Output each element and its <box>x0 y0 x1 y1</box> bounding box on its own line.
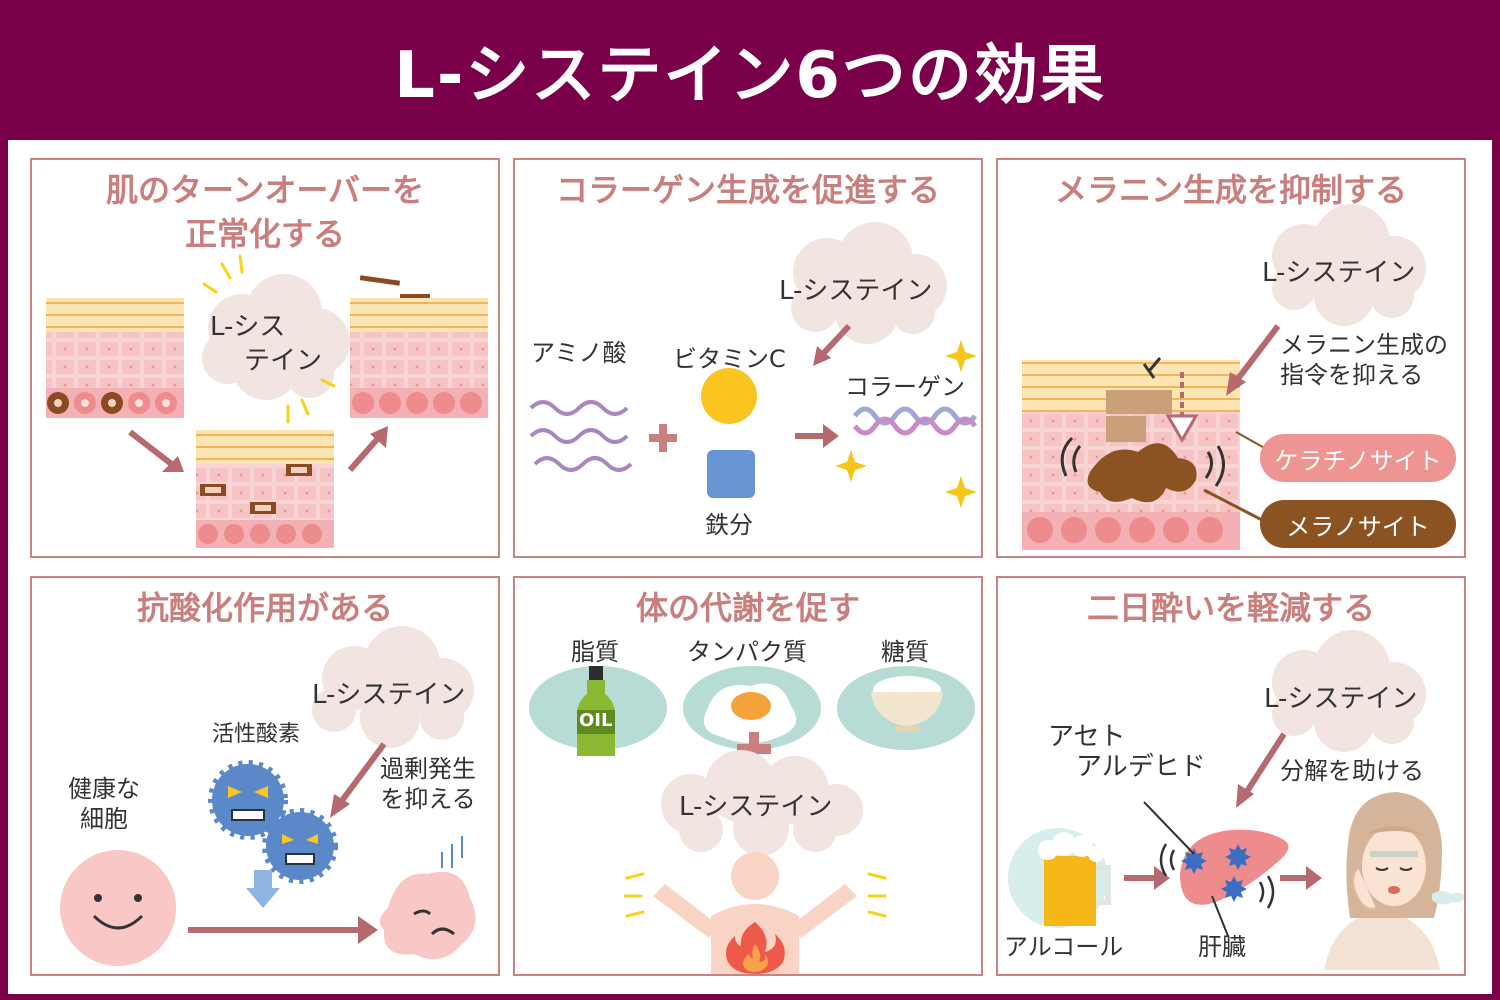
panel-title: メラニン生成を抑制する <box>1054 171 1407 209</box>
down-arrow-icon <box>246 870 280 908</box>
ros-label: 活性酸素 <box>212 722 301 747</box>
panel-turnover: 肌のターンオーバーを 正常化する <box>30 158 500 558</box>
oil-bottle-icon <box>577 666 615 756</box>
note-line-2: 指令を抑える <box>1280 361 1424 389</box>
fat-label: 脂質 <box>571 638 619 666</box>
cloud-icon <box>202 274 350 400</box>
melanin-note: メラニン生成の 指令を抑える <box>1280 330 1448 390</box>
cloud-label: L-システイン <box>779 276 933 306</box>
protein-label: タンパク質 <box>687 638 807 666</box>
skin-layer-icon <box>196 430 334 548</box>
cloud-icon <box>1272 630 1426 752</box>
panel-antioxidant: 抗酸化作用がある <box>30 576 500 976</box>
liver-label: 肝臓 <box>1198 933 1246 961</box>
cloud-label: L-シス テイン <box>210 310 322 378</box>
keratinocyte-label: ケラチノサイト <box>1260 434 1456 482</box>
title-line-2: 正常化する <box>184 215 345 253</box>
cloud-label: L-システイン <box>1264 684 1418 714</box>
healthy-line-1: 健康な <box>68 775 140 803</box>
melanin-illustration <box>1022 204 1426 550</box>
cloud-label: L-システイン <box>312 680 466 710</box>
arrow-icon <box>1124 732 1322 890</box>
acet-line-1: アセト <box>1048 722 1126 752</box>
arrow-icon <box>795 323 852 448</box>
cloud-icon <box>1272 204 1426 326</box>
cloud-label: L-システイン <box>1262 258 1416 288</box>
sparkle-icon <box>835 340 977 508</box>
panel-title: 肌のターンオーバーを 正常化する <box>32 168 498 256</box>
excess-line-2: を抑える <box>380 785 476 813</box>
plus-icon <box>737 732 771 766</box>
cloud-icon <box>791 222 947 344</box>
decompose-label: 分解を助ける <box>1280 757 1424 785</box>
plus-icon <box>649 424 677 452</box>
acetaldehyde-label: アセト アルデヒド <box>1048 722 1206 782</box>
vitamin-circle-icon <box>701 368 757 424</box>
skin-layer-icon <box>350 275 488 418</box>
beer-icon <box>1008 828 1111 928</box>
panel-title: コラーゲン生成を促進する <box>555 171 940 209</box>
panel-melanin: メラニン生成を抑制する <box>996 158 1466 558</box>
panel-title: 抗酸化作用がある <box>136 589 393 627</box>
panel-collagen: コラーゲン生成を促進する <box>513 158 983 558</box>
wave-icon <box>529 400 633 472</box>
vitamin-c-label: ビタミンC <box>673 345 786 373</box>
oil-text: OIL <box>579 710 613 731</box>
healthy-line-2: 細胞 <box>80 805 128 833</box>
panel-metabolism: 体の代謝を促す 脂質 タンパク質 糖質 <box>513 576 983 976</box>
virus-icon <box>262 808 338 884</box>
cloud-icon <box>661 750 863 856</box>
page-title: L-システイン6つの効果 <box>394 39 1106 113</box>
note-line-1: メラニン生成の <box>1280 331 1448 359</box>
panel-title: 二日酔いを軽減する <box>1086 589 1375 627</box>
sparkle-icon <box>202 254 336 424</box>
cloud-icon <box>312 626 474 748</box>
alcohol-label: アルコール <box>1004 933 1124 961</box>
antioxidant-illustration <box>60 626 476 966</box>
collagen-helix-icon <box>852 406 978 436</box>
melanocyte-label: メラノサイト <box>1260 500 1456 548</box>
panel-title: 体の代謝を促す <box>635 589 860 627</box>
arrow-icon <box>1226 324 1281 396</box>
fire-icon <box>726 922 785 974</box>
virus-icon <box>208 760 288 840</box>
excess-line-1: 過剰発生 <box>380 755 476 783</box>
rice-bowl-icon <box>871 676 943 732</box>
cell-face-icon <box>60 850 176 966</box>
sparkle-icon <box>623 872 887 918</box>
excess-label: 過剰発生 を抑える <box>380 754 476 814</box>
arrow-icon <box>128 426 388 472</box>
skin-layer-icon <box>46 298 184 418</box>
turnover-illustration <box>46 254 488 548</box>
panel-hangover: 二日酔いを軽減する <box>996 576 1466 976</box>
sugar-label: 糖質 <box>881 638 929 666</box>
collagen-illustration <box>529 222 978 508</box>
acet-line-2: アルデヒド <box>1076 752 1206 782</box>
title-line-1: 肌のターンオーバーを <box>105 171 425 209</box>
cloud-label: L-システイン <box>679 792 833 822</box>
healthy-cell-label: 健康な 細胞 <box>68 774 140 834</box>
cloud-line-2: テイン <box>244 346 323 376</box>
egg-icon <box>703 683 797 743</box>
iron-square-icon <box>707 450 755 498</box>
amino-acid-label: アミノ酸 <box>531 339 627 367</box>
arrow-icon <box>188 742 387 944</box>
melanocyte-icon <box>1087 443 1197 503</box>
collagen-label: コラーゲン <box>845 373 965 401</box>
iron-label: 鉄分 <box>705 511 753 539</box>
cloud-line-1: L-シス <box>210 312 286 342</box>
metabolism-illustration <box>577 666 943 974</box>
effects-board: 肌のターンオーバーを 正常化する <box>8 140 1492 994</box>
liver-icon <box>1159 829 1289 909</box>
hangover-illustration <box>1008 630 1464 970</box>
damaged-cell-icon <box>379 836 476 960</box>
woman-icon <box>1324 792 1464 970</box>
signal-icon <box>1060 357 1225 487</box>
